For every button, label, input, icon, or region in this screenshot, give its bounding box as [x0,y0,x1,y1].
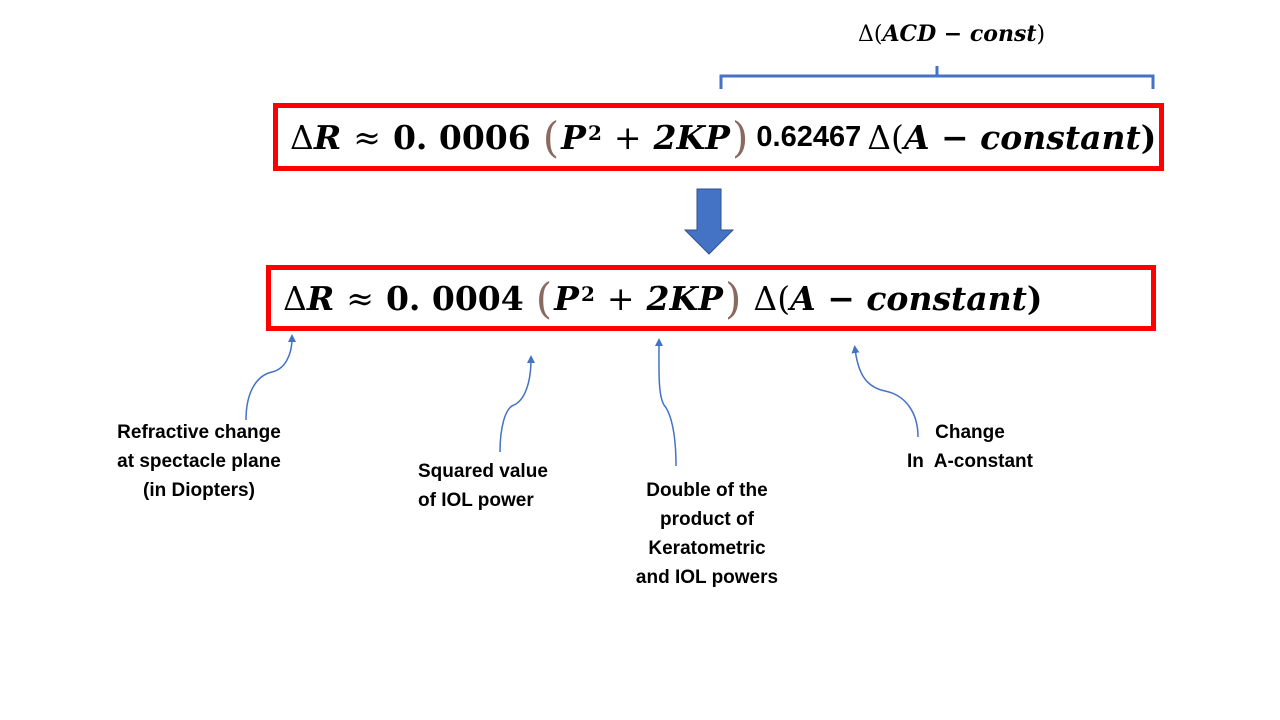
note-4-line-1: Change [935,422,1005,443]
eq1-delta-open: Δ( [867,117,904,157]
eq2-paren-open: ( [535,273,553,323]
note-3-line-4: and IOL powers [635,567,779,588]
eq1-p: P [561,117,586,157]
note-4-line-2: In A-constant [907,451,1033,472]
eq2-close: ) [1026,278,1043,318]
note-3-line-3: Keratometric [648,538,766,559]
callout-arrow-delta-r [245,334,296,421]
callout-arrow-p-squared [499,355,535,453]
eq2-coef: 0. 0004 [385,278,524,318]
down-arrow-icon [683,188,735,255]
eq2-lhs: R [306,278,335,318]
curly-brace-icon [719,66,1155,89]
eq2-a-constant: A − constant [790,278,1027,318]
eq2-term: 2KP [646,278,723,318]
note-2-line-2: of IOL power [418,490,534,511]
note-refractive-change: Refractive change at spectacle plane (in… [108,418,290,505]
eq1-a-constant: A − constant [903,117,1141,157]
note-3-line-1: Double of the [646,480,768,501]
eq1-paren-close: ) [732,112,749,162]
eq1-close: ) [1140,117,1157,157]
acd-const-label: Δ(ACD − const) [858,21,1045,47]
eq2-approx: ≈ [346,278,374,318]
eq1-coef: 0. 0006 [392,117,531,157]
note-1-line-1: Refractive change [117,422,281,443]
eq1-term: 2KP [653,117,730,157]
eq2-p: P [554,278,579,318]
callout-arrow-2kp [654,338,677,467]
eq1-plus: + [613,117,642,157]
note-change-a-constant: Change In A-constant [892,418,1048,476]
note-3-line-2: product of [660,509,754,530]
acd-delta: Δ( [858,22,883,47]
acd-expr: ACD − const [882,21,1037,47]
callout-arrow-a-constant [851,345,919,438]
eq2-paren-close: ) [725,273,742,323]
eq1-p-exp: 2 [587,121,602,145]
note-1-line-3: (in Diopters) [143,480,255,501]
eq1-approx: ≈ [353,117,381,157]
note-1-line-2: at spectacle plane [117,451,281,472]
eq2-p-exp: 2 [580,282,595,306]
eq1-factor: 0.62467 [756,120,862,153]
note-squared-value: Squared value of IOL power [418,457,564,515]
eq1-paren-open: ( [542,112,560,162]
note-2-line-1: Squared value [418,461,548,482]
eq1-lhs-delta: Δ [290,117,314,157]
eq2-lhs-delta: Δ [283,278,307,318]
acd-close: ) [1036,22,1046,47]
eq2-plus: + [606,278,635,318]
eq1-lhs: R [313,117,342,157]
note-double-product: Double of the product of Keratometric an… [620,476,794,592]
eq2-delta-open: Δ( [753,278,791,318]
